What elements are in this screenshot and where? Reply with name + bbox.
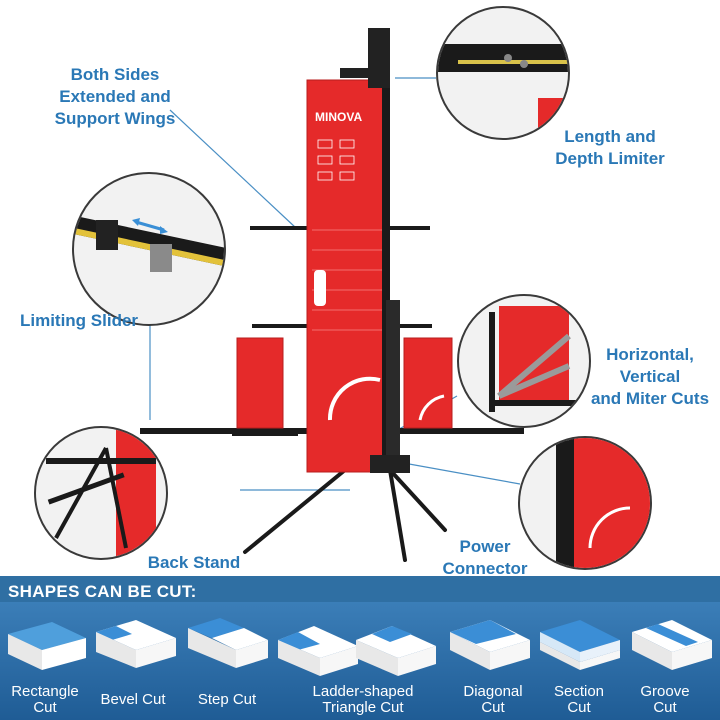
callout-back-stand: Back Stand xyxy=(147,553,241,572)
bevel-cut-icon xyxy=(96,620,176,668)
shapes-section-title: SHAPES CAN BE CUT: xyxy=(8,582,197,601)
groove-cut-icon xyxy=(632,620,712,670)
brand-logo: MINOVA xyxy=(315,110,363,124)
callout-power-connector: Power Connector xyxy=(442,537,528,578)
shape-label-groove: Groove Cut xyxy=(640,683,690,716)
callout-support-wings: Both Sides Extended and Support Wings xyxy=(54,65,176,128)
callout-length-depth-limiter: Length and Depth Limiter xyxy=(555,127,665,168)
ladder-triangle-cut-icon xyxy=(278,626,358,676)
shape-label-step: Step Cut xyxy=(197,691,257,708)
callout-horizontal-vertical-miter-cuts: Horizontal, Vertical and Miter Cuts xyxy=(590,345,710,408)
slider-detail-circle xyxy=(72,172,226,326)
shape-label-section: Section Cut xyxy=(553,683,605,716)
power-connector-detail-circle xyxy=(518,436,652,570)
section-cut-icon xyxy=(540,620,620,670)
step-cut-icon xyxy=(188,618,268,668)
left-support-wing xyxy=(236,337,284,429)
shape-label-ladder-triangle: Ladder-shaped Triangle Cut xyxy=(312,683,414,716)
limiter-detail-circle xyxy=(436,6,570,140)
callout-limiting-slider: Limiting Slider xyxy=(19,311,139,330)
shape-label-diagonal: Diagonal Cut xyxy=(463,683,523,716)
diagonal-cut-icon xyxy=(450,620,530,670)
cuts-detail-circle xyxy=(457,294,591,428)
foam-cutter-illustration xyxy=(140,28,524,562)
back-stand-detail-circle xyxy=(34,426,168,560)
shape-label-bevel: Bevel Cut xyxy=(100,691,166,708)
shape-label-rectangle: Rectangle Cut xyxy=(11,683,79,716)
right-support-wing xyxy=(403,337,453,429)
ladder-triangle-cut-icon-2 xyxy=(356,626,436,676)
rectangle-cut-icon xyxy=(8,622,86,670)
